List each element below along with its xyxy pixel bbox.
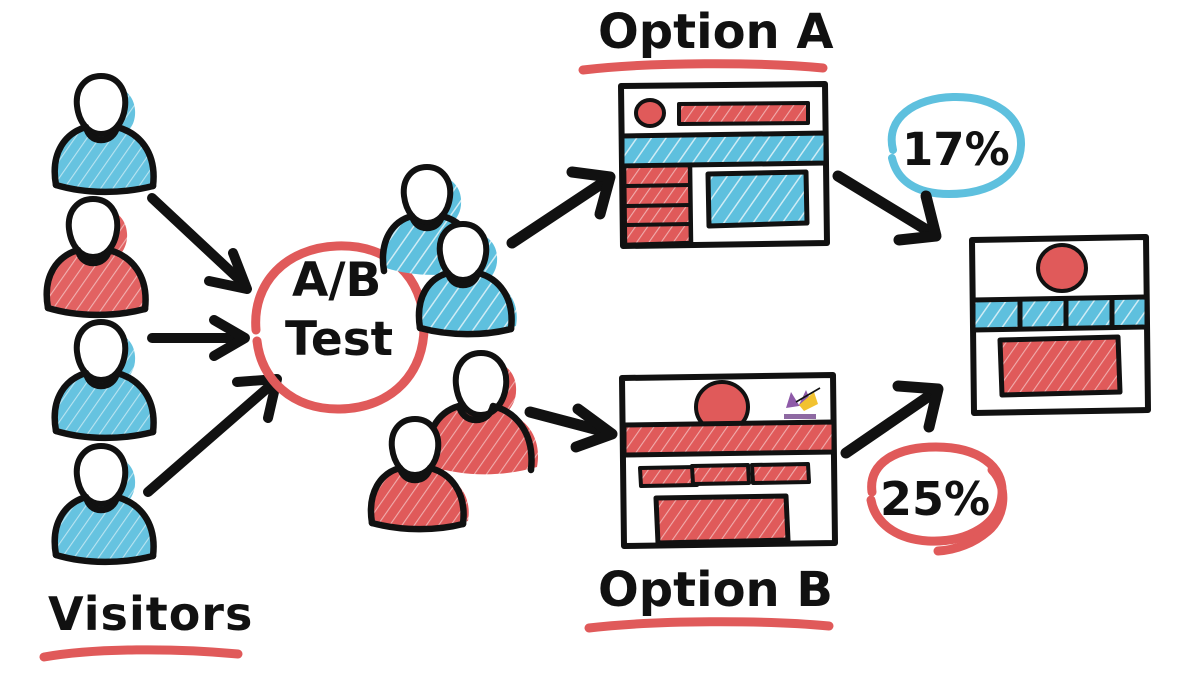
option-a-underline bbox=[578, 59, 828, 75]
result-b-value: 25% bbox=[880, 472, 990, 526]
option-b-result: 25% bbox=[866, 442, 1008, 556]
option-b-small-box-3 bbox=[750, 462, 811, 485]
option-b-small-box-2 bbox=[690, 463, 751, 486]
result-a-value: 17% bbox=[902, 123, 1010, 176]
option-a-label: Option A bbox=[598, 4, 834, 60]
option-b-mockup[interactable] bbox=[619, 372, 838, 549]
option-b-underline bbox=[584, 617, 834, 633]
visitors-label-group: Visitors bbox=[39, 587, 253, 662]
ab-test-label-line2: Test bbox=[285, 312, 393, 367]
visitor-person-2 bbox=[43, 196, 149, 319]
arrow-visitor4-to-abtest bbox=[143, 374, 282, 497]
option-a-nav-band bbox=[619, 130, 829, 169]
visitor-person-1 bbox=[51, 73, 157, 196]
winner-nav-band bbox=[970, 294, 1150, 333]
winner-content-block bbox=[997, 334, 1123, 398]
visitor-person-4 bbox=[51, 443, 157, 566]
option-a-mockup[interactable] bbox=[618, 81, 830, 249]
option-b-band bbox=[621, 419, 837, 458]
option-b-brand-logo bbox=[784, 387, 821, 419]
winner-logo-circle bbox=[1036, 243, 1088, 293]
option-a-logo-dot bbox=[634, 98, 666, 128]
group-b-people bbox=[367, 350, 539, 533]
visitor-person-3 bbox=[51, 319, 157, 442]
option-a-label-group: Option A bbox=[578, 4, 834, 75]
option-a-header-bar bbox=[677, 101, 810, 126]
option-b-small-box-1 bbox=[638, 465, 699, 488]
visitors-underline bbox=[39, 645, 243, 662]
option-a-content-block bbox=[705, 169, 810, 229]
visitors-label: Visitors bbox=[48, 587, 253, 641]
option-b-label-group: Option B bbox=[584, 562, 834, 633]
option-a-result: 17% bbox=[887, 92, 1026, 199]
arrow-visitor3-to-abtest bbox=[147, 315, 250, 361]
result-b-circle-outer bbox=[933, 465, 1008, 556]
arrow-group-a-to-option-a bbox=[506, 166, 616, 249]
arrow-option-a-to-winner bbox=[832, 170, 942, 246]
option-b-content-block bbox=[653, 493, 791, 546]
group-a-people bbox=[379, 164, 517, 338]
arrow-group-b-to-option-b bbox=[524, 403, 618, 453]
visitors-column bbox=[43, 73, 157, 566]
arrow-option-b-to-winner bbox=[840, 380, 944, 459]
result-a-circle bbox=[887, 92, 1026, 199]
ab-test-label-line1: A/B bbox=[292, 253, 381, 308]
winner-mockup[interactable] bbox=[969, 234, 1151, 416]
ab-test-node[interactable]: A/B Test bbox=[251, 241, 429, 414]
arrow-visitor2-to-abtest bbox=[147, 193, 252, 294]
option-b-label: Option B bbox=[598, 562, 833, 618]
